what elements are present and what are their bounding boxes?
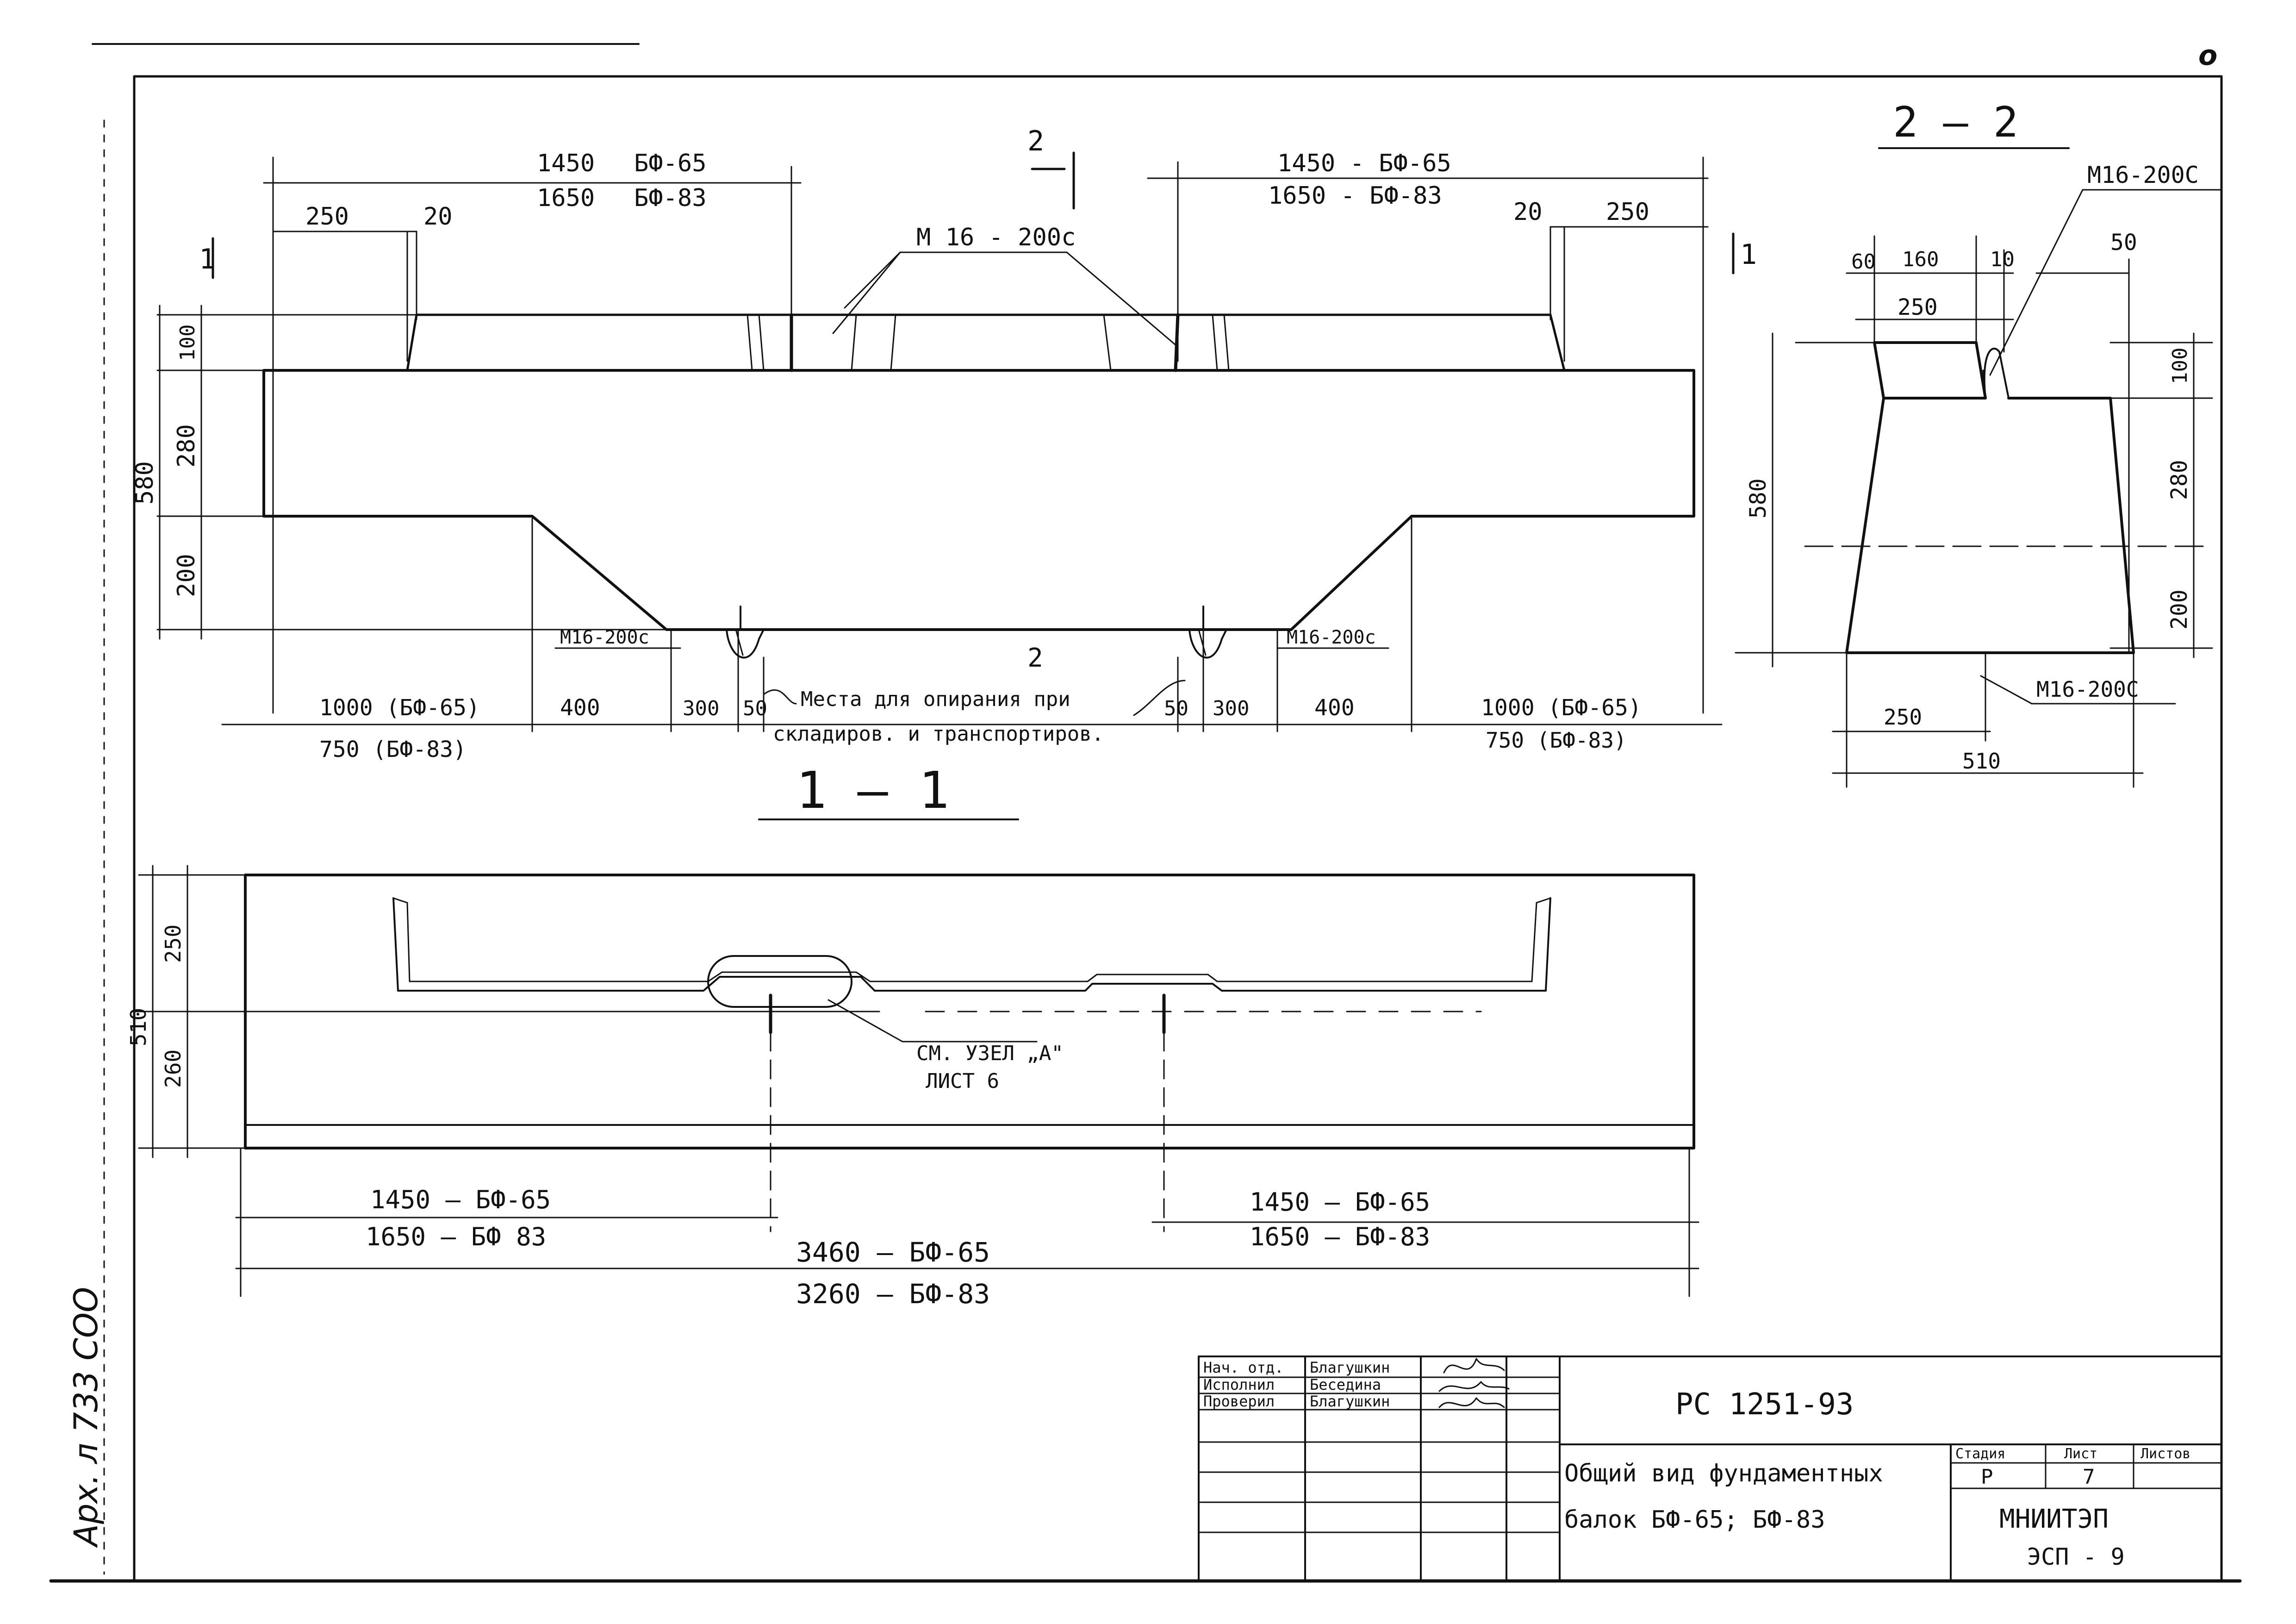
dim-300-left: 300: [683, 697, 719, 720]
dim-1650-left: 1650: [537, 184, 595, 212]
cut-mark-1-right: 1: [1740, 238, 1757, 271]
dim-580: 580: [131, 461, 159, 505]
dim-200-s22: 200: [2166, 589, 2192, 630]
plan-total-bf65: 3460 — БФ-65: [796, 1237, 990, 1268]
header-sheets: Листов: [2140, 1446, 2190, 1462]
section-1-1: [262, 313, 1695, 659]
cut-mark-2: 2: [1027, 125, 1044, 157]
cut-mark-1-left: 1: [199, 243, 216, 275]
doc-title-2: балок БФ-65; БФ-83: [1564, 1506, 1825, 1534]
plan-right-1650: 1650 — БФ-83: [1250, 1222, 1430, 1251]
section-2-2: [1845, 341, 2135, 654]
plan-total-bf83: 3260 — БФ-83: [796, 1278, 990, 1310]
section-2-2-labels: 2 — 2 М16-200С 60 160 10 50 250 100 280 …: [1745, 98, 2199, 774]
role-checker: Проверил: [1203, 1393, 1275, 1410]
dim-250-right: 250: [1606, 198, 1649, 226]
section-1-1-labels: 1450 БФ-65 1650 БФ-83 1450 - БФ-65 1650 …: [131, 125, 1757, 820]
section-1-1-title: 1 — 1: [796, 761, 949, 820]
dim-20-right: 20: [1513, 198, 1543, 226]
plan-view-dimensions: [133, 865, 1699, 1297]
title-block-labels: Нач. отд. Благушкин Исполнил Беседина Пр…: [1203, 1359, 2190, 1570]
section-2-2-dimensions: [1735, 147, 2222, 788]
name-executor: Беседина: [1310, 1376, 1381, 1393]
plan-view-labels: 250 260 510 СМ. УЗЕЛ „А" ЛИСТ 6 1450 — Б…: [126, 924, 1430, 1310]
note-support-2: складиров. и транспортиров.: [773, 722, 1104, 746]
sheet-frame: [49, 43, 2242, 1583]
dim-1000-left: 1000 (БФ-65): [319, 695, 480, 721]
role-executor: Исполнил: [1203, 1376, 1275, 1393]
dim-10: 10: [1990, 248, 2015, 271]
node-ref-2: ЛИСТ 6: [926, 1069, 999, 1093]
dim-50-left: 50: [743, 697, 767, 720]
node-ref-1: СМ. УЗЕЛ „А": [916, 1042, 1064, 1065]
dim-50-s22: 50: [2110, 230, 2137, 256]
dim-280-s22: 280: [2166, 460, 2192, 500]
title-block: [1198, 1355, 2222, 1582]
rebar-label-bottom-left: М16-200с: [560, 627, 649, 648]
rebar-label-2-2-bottom: М16-200С: [2036, 677, 2139, 702]
dim-250-left: 250: [305, 203, 349, 231]
org-dept: ЭСП - 9: [2027, 1543, 2125, 1570]
dim-750-left: 750 (БФ-83): [319, 737, 467, 762]
name-checker: Благушкин: [1310, 1393, 1390, 1410]
plan-left-1450: 1450 — БФ-65: [370, 1185, 551, 1214]
dim-60: 60: [1851, 250, 1876, 274]
dim-50-right: 50: [1164, 697, 1188, 720]
dim-1000-right: 1000 (БФ-65): [1481, 695, 1642, 721]
dim-750-right: 750 (БФ-83): [1486, 728, 1627, 753]
dim-400-left: 400: [560, 695, 600, 721]
dim-100-s22: 100: [2168, 348, 2192, 384]
value-sheet: 7: [2083, 1465, 2095, 1489]
dim-510-s22: 510: [1962, 749, 2001, 774]
org-name: МНИИТЭП: [1999, 1504, 2109, 1534]
dim-top-right-1: 1450 - БФ-65: [1277, 150, 1451, 177]
doc-code: РС 1251-93: [1675, 1387, 1854, 1422]
plan-dim-510: 510: [126, 1008, 151, 1046]
note-bf83-left: БФ-83: [634, 184, 707, 212]
dim-200: 200: [173, 554, 200, 597]
corner-mark: о: [2198, 39, 2217, 72]
dim-1450-left: 1450: [537, 150, 595, 177]
note-bf65-left: БФ-65: [634, 150, 707, 177]
dim-580-s22: 580: [1745, 478, 1771, 518]
rebar-label-bottom-right: М16-200с: [1287, 627, 1376, 648]
header-stage: Стадия: [1955, 1446, 2005, 1462]
dim-400-right: 400: [1314, 695, 1355, 721]
header-sheet: Лист: [2064, 1446, 2097, 1462]
value-stage: Р: [1981, 1465, 1993, 1489]
archive-stamp: Арх. л 733 СОО: [67, 1287, 105, 1548]
plan-dim-260: 260: [161, 1049, 186, 1088]
section-2-2-title: 2 — 2: [1893, 98, 2018, 147]
section-1-1-dimensions: [156, 151, 1735, 820]
dim-300-right: 300: [1213, 697, 1249, 720]
arrow-mark-2: 2: [1027, 643, 1043, 673]
role-head: Нач. отд.: [1203, 1359, 1283, 1376]
dim-20-left: 20: [423, 203, 453, 231]
dim-100: 100: [176, 325, 199, 361]
dim-250-s22-bottom: 250: [1884, 705, 1922, 730]
rebar-label-top: М 16 - 200с: [916, 224, 1076, 251]
dim-top-right-2: 1650 - БФ-83: [1268, 182, 1442, 210]
doc-title-1: Общий вид фундаментных: [1564, 1460, 1883, 1487]
dim-250-s22: 250: [1898, 294, 1938, 320]
plan-right-1450: 1450 — БФ-65: [1250, 1187, 1430, 1217]
rebar-label-2-2-top: М16-200С: [2087, 162, 2199, 188]
plan-dim-250: 250: [161, 924, 186, 963]
dim-280: 280: [173, 424, 200, 468]
plan-left-1650: 1650 — БФ 83: [366, 1222, 546, 1251]
name-head: Благушкин: [1310, 1359, 1390, 1376]
note-support-1: Места для опирания при: [801, 687, 1070, 711]
dim-160: 160: [1902, 248, 1939, 271]
